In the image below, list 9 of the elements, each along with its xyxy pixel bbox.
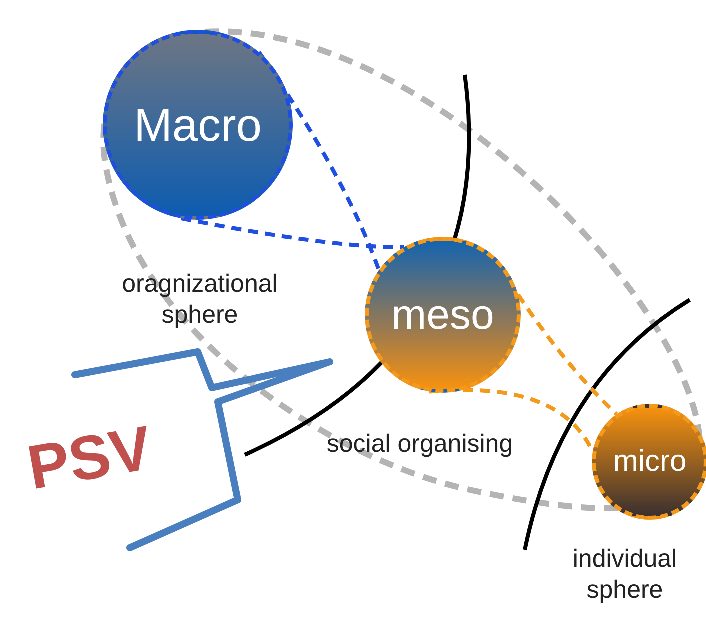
node-label: meso (392, 291, 494, 339)
sphere-label: oragnizational sphere (121, 269, 279, 331)
node-label: micro (613, 445, 687, 479)
sphere-label: individual sphere (572, 544, 678, 606)
heading-text: PSV (22, 412, 158, 506)
connector-line (181, 216, 404, 250)
node-label: Macro (134, 98, 262, 152)
sphere-label: social organising (326, 429, 514, 460)
connector-line (516, 294, 618, 416)
